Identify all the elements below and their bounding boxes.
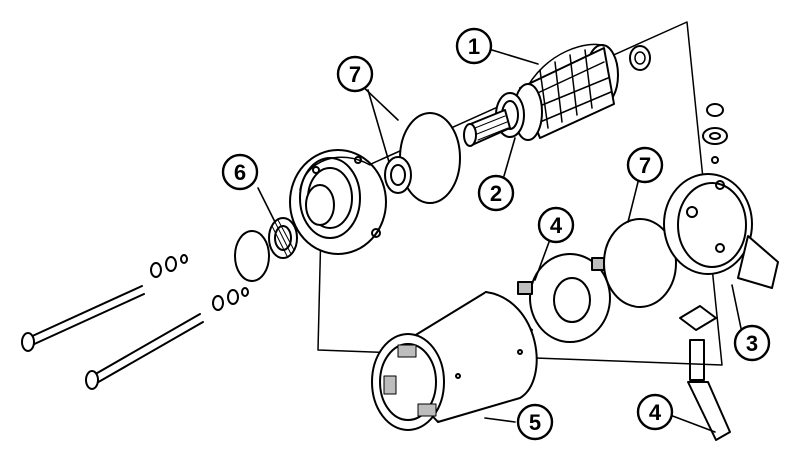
callout-circle-1 bbox=[455, 27, 493, 65]
callout-label-1: 1 bbox=[468, 34, 480, 59]
armature bbox=[463, 43, 651, 147]
callout-circle-6 bbox=[221, 153, 259, 191]
callout-circle-4-bottom bbox=[636, 393, 674, 431]
through-bolt-upper bbox=[21, 254, 188, 352]
callout-circle-3 bbox=[733, 324, 771, 362]
field-frame-housing bbox=[371, 291, 538, 431]
callout-label-3: 3 bbox=[746, 331, 758, 356]
callout-circle-7-left bbox=[336, 55, 374, 93]
callout-label-2: 2 bbox=[490, 181, 502, 206]
callout-label-5: 5 bbox=[529, 410, 541, 435]
seal-washer-left bbox=[384, 112, 461, 204]
brush-holder-bolt bbox=[687, 339, 731, 441]
callout-circle-2 bbox=[477, 174, 515, 212]
leader-lines bbox=[257, 49, 744, 433]
callout-label-6: 6 bbox=[234, 160, 246, 185]
callout-label-4-bottom: 4 bbox=[649, 400, 662, 425]
nut-washer-stack bbox=[702, 103, 728, 164]
callout-label-4-top: 4 bbox=[550, 213, 563, 238]
terminal-insulator bbox=[679, 305, 717, 331]
needle-bearing bbox=[234, 217, 298, 282]
callout-circle-5 bbox=[516, 403, 554, 441]
callout-circle-4-top bbox=[537, 206, 575, 244]
callout-circles bbox=[221, 27, 771, 441]
drive-end-housing bbox=[289, 149, 387, 255]
callout-circle-7-right bbox=[626, 146, 664, 184]
callout-labels: 1 2 3 4 4 5 6 7 7 bbox=[234, 34, 758, 435]
brush-plate bbox=[517, 253, 611, 343]
seal-ring-right bbox=[603, 218, 677, 308]
callout-label-7-left: 7 bbox=[349, 62, 361, 87]
commutator-end-housing bbox=[663, 173, 779, 289]
through-bolt-lower bbox=[85, 287, 249, 390]
callout-label-7-right: 7 bbox=[639, 153, 651, 178]
